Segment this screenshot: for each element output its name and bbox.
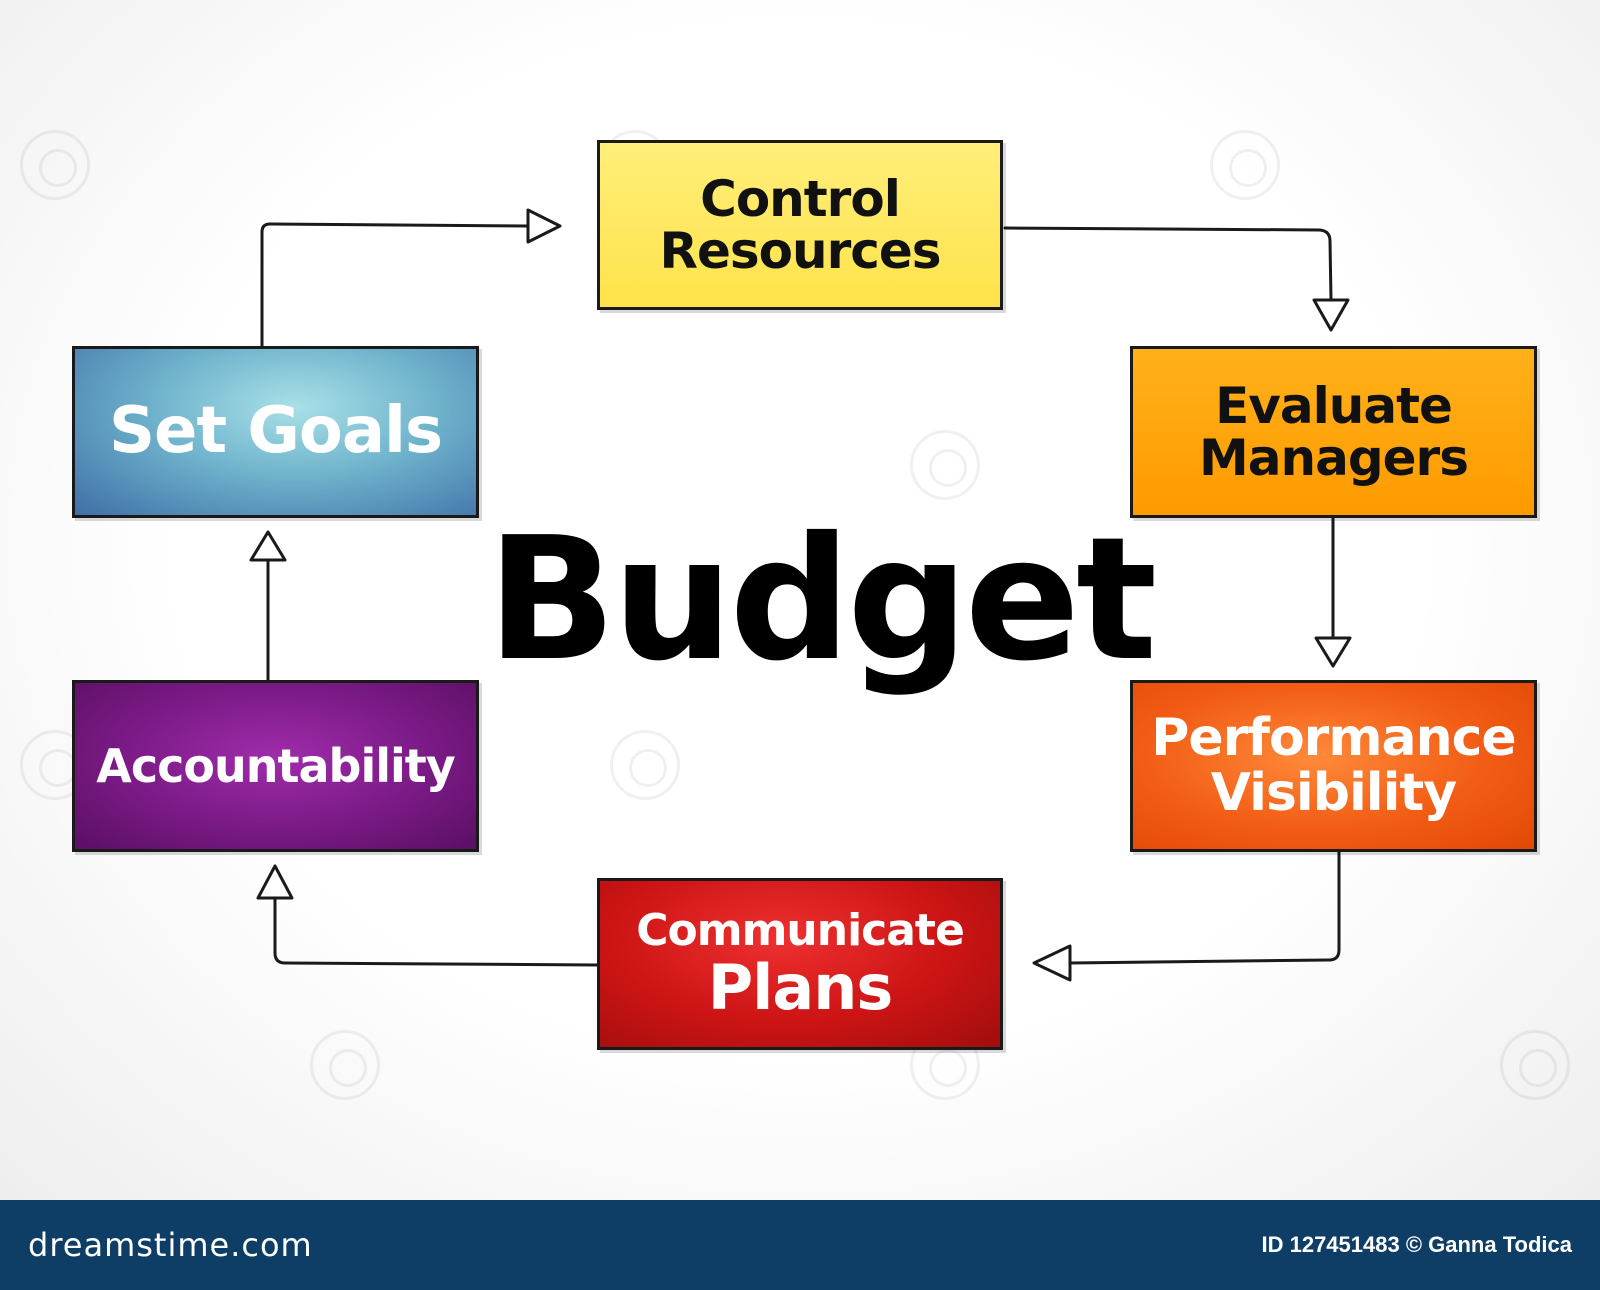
- node-label: Communicate: [636, 905, 965, 957]
- watermark-icon: [310, 1030, 380, 1100]
- node-performance-visibility: Performance Visibility: [1130, 680, 1537, 852]
- node-label: Performance: [1151, 708, 1516, 769]
- arrowhead-down: [1312, 298, 1350, 332]
- node-label: Plans: [707, 950, 894, 1024]
- watermark-icon: [1210, 130, 1280, 200]
- watermark-icon: [20, 130, 90, 200]
- diagram-canvas: Control Resources Evaluate Managers Perf…: [0, 0, 1600, 1200]
- node-communicate-plans: Communicate Plans: [597, 878, 1003, 1050]
- arrowhead-up: [256, 864, 294, 900]
- arrowhead-right: [526, 208, 562, 244]
- arrow-performance-to-communicate: [1068, 850, 1341, 965]
- watermark-icon: [610, 730, 680, 800]
- node-label: Visibility: [1210, 763, 1457, 823]
- node-label: Accountability: [96, 738, 455, 793]
- stock-footer-bar: dreamstime.com ID 127451483 © Ganna Todi…: [0, 1200, 1600, 1290]
- arrow-control-to-evaluate: [1003, 226, 1333, 302]
- node-label: Evaluate: [1215, 376, 1453, 435]
- watermark-icon: [910, 430, 980, 500]
- node-label: Set Goals: [108, 394, 443, 469]
- node-label: Control: [700, 169, 901, 228]
- node-label: Resources: [659, 222, 941, 280]
- node-set-goals: Set Goals: [72, 346, 479, 518]
- watermark-icon: [1500, 1030, 1570, 1100]
- arrowhead-left: [1032, 944, 1072, 982]
- node-control-resources: Control Resources: [597, 140, 1003, 310]
- node-evaluate-managers: Evaluate Managers: [1130, 346, 1537, 518]
- arrow-goals-to-control: [260, 222, 530, 348]
- dreamstime-logo[interactable]: dreamstime.com: [28, 1226, 313, 1264]
- node-accountability: Accountability: [72, 680, 479, 852]
- arrowhead-down: [1314, 636, 1352, 668]
- center-title: Budget: [487, 470, 1158, 730]
- image-credit: ID 127451483 © Ganna Todica: [1261, 1232, 1572, 1257]
- node-label: Managers: [1199, 429, 1469, 487]
- arrowhead-up: [249, 530, 287, 562]
- arrow-communicate-to-accountability: [273, 896, 599, 967]
- diagram-title: Budget: [486, 501, 1158, 699]
